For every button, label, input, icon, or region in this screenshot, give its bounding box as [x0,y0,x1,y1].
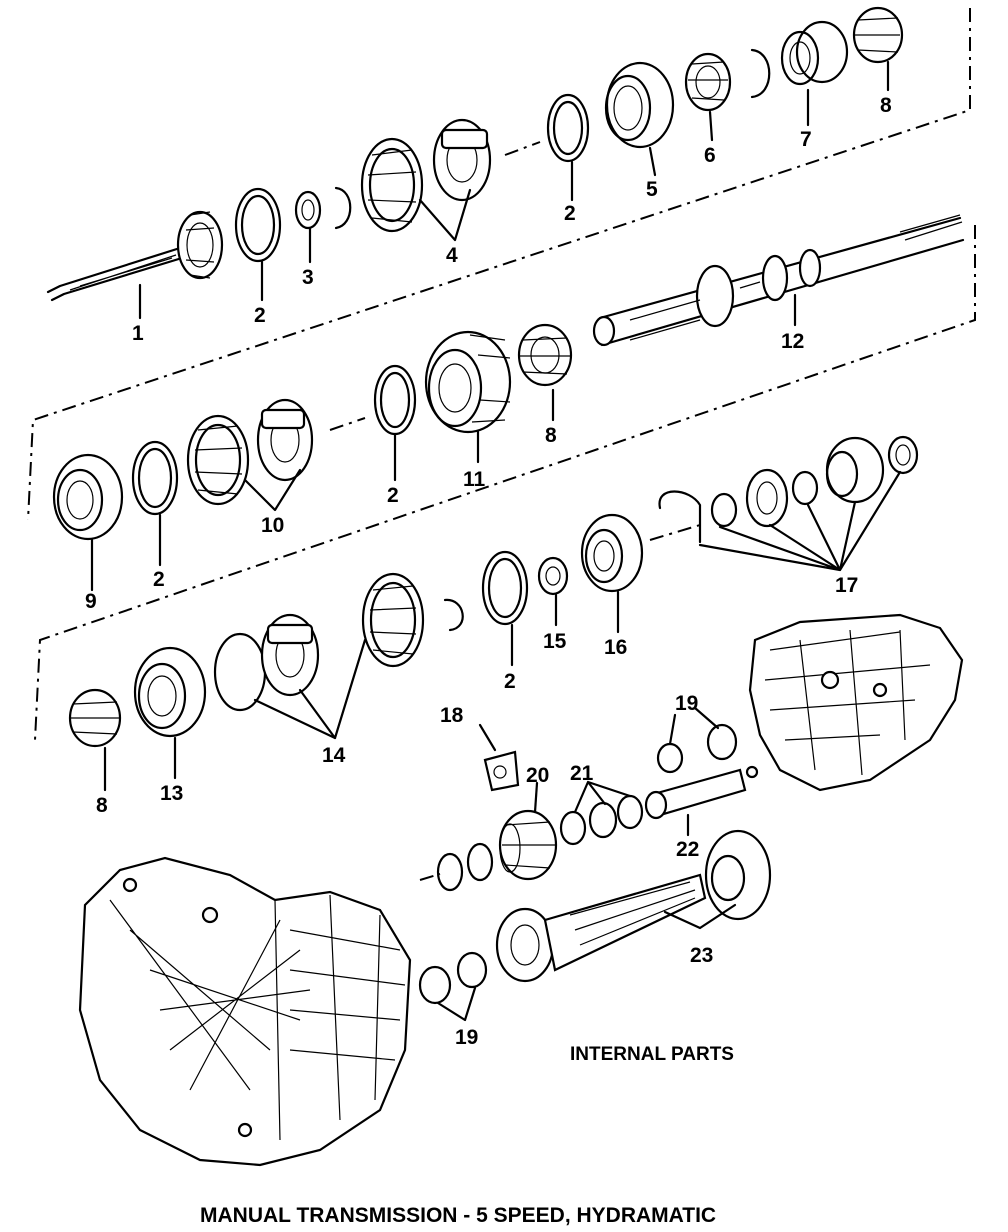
callout-17: 17 [835,574,858,597]
bracket-part-18 [483,750,520,792]
callout-13: 13 [160,782,183,805]
callout-1: 1 [132,322,144,345]
synchronizer-part-10 [186,398,314,506]
ring-part-2e [481,550,529,626]
callout-19a: 19 [675,692,698,715]
callout-23: 23 [690,944,713,967]
callout-8b: 8 [545,424,557,447]
sleeve-part-7 [780,20,849,86]
leader-lines [90,60,902,1022]
callout-2e: 2 [504,670,516,693]
callout-8c: 8 [96,794,108,817]
gear-part-20 [498,809,558,881]
callout-2d: 2 [153,568,165,591]
axis-dash-r3 [649,524,701,541]
bearing-part-15 [537,556,569,596]
snap-ring-b [750,48,771,99]
callout-14: 14 [322,744,346,767]
extension-housing [748,613,964,792]
callout-labels: 1 2 3 4 2 5 6 7 8 12 8 11 2 10 2 9 8 13 … [85,94,892,1049]
callout-8a: 8 [880,94,892,117]
callout-2b: 2 [564,202,576,225]
synchronizer-part-4 [360,118,492,233]
callout-15: 15 [543,630,567,653]
callout-12: 12 [781,330,804,353]
axis-dash-r4 [419,873,441,881]
axis-dash-r2 [329,417,366,431]
callout-11: 11 [463,468,486,491]
callout-2a: 2 [254,304,266,327]
callout-7: 7 [800,128,812,151]
snap-ring-c [443,598,464,632]
bearing-part-16 [580,513,644,593]
bearing-part-19b [418,951,488,1005]
callout-18: 18 [440,704,464,727]
gear-part-11 [424,330,512,434]
bearing-part-8b [517,323,573,387]
bearing-part-19a [656,723,738,774]
ring-part-2b [546,93,590,163]
section-label: INTERNAL PARTS [570,1044,734,1065]
callout-2c: 2 [387,484,399,507]
synchronizer-part-14 [213,572,425,712]
main-shaft-part-12 [592,214,965,347]
callout-6: 6 [704,144,716,167]
bearing-set-part-17 [658,435,919,544]
callout-5: 5 [646,178,658,201]
gear-part-5 [604,61,675,149]
countershaft-part-23 [495,829,772,983]
ring-part-2c [373,364,417,436]
bearing-part-8c [68,688,122,748]
transmission-case [78,856,412,1167]
callout-3: 3 [302,266,314,289]
callout-16: 16 [604,636,627,659]
callout-4: 4 [446,244,458,267]
gear-part-9 [52,453,124,541]
gear-part-13 [133,646,207,738]
snap-ring-a [334,186,352,230]
bearing-part-3 [294,190,322,230]
bearing-part-6 [684,52,732,112]
callout-21: 21 [570,762,594,785]
callout-19b: 19 [455,1026,478,1049]
washers-small [436,842,494,892]
bearing-set-part-21 [559,794,644,846]
shaft-part-22 [644,765,759,820]
ring-part-2d [131,440,179,516]
row-bracket-lines [27,8,976,741]
callout-22: 22 [676,838,699,861]
ring-part-2a [234,187,282,263]
axis-dash-r1 [504,141,541,156]
footer-title: MANUAL TRANSMISSION - 5 SPEED, HYDRAMATI… [200,1204,716,1227]
input-shaft-assembly [46,210,224,302]
bearing-part-8a [852,6,904,64]
callout-10: 10 [261,514,284,537]
callout-9: 9 [85,590,97,613]
callout-20: 20 [526,764,549,787]
